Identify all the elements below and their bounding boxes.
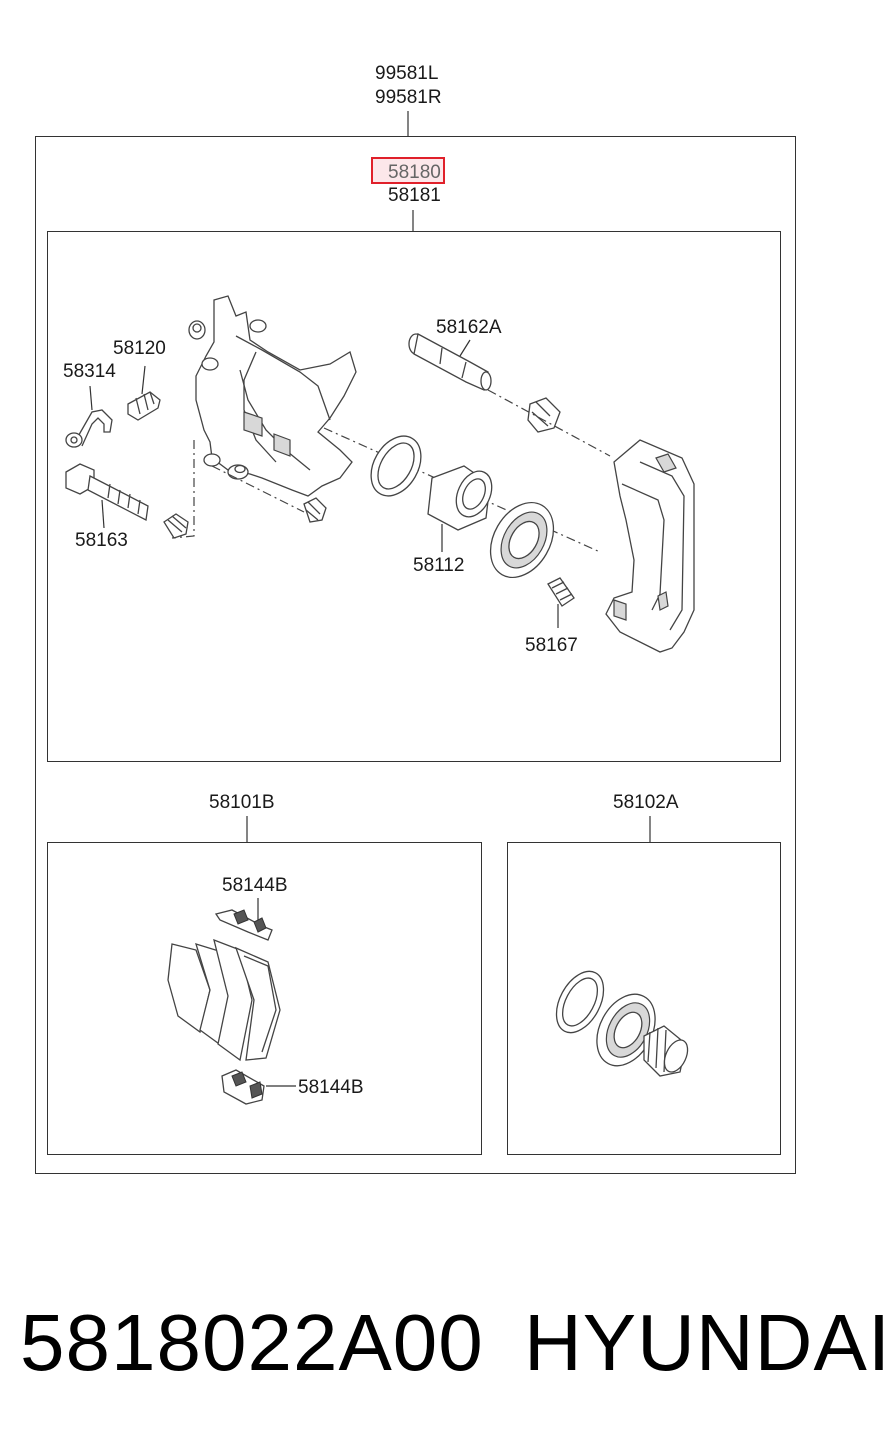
hose-bracket-drawing (65, 385, 113, 448)
kit-label-seals: 58102A (613, 792, 679, 813)
footer-brand: HYUNDAI (524, 1298, 886, 1387)
part-label-guide-pin: 58162A (436, 317, 502, 338)
assembly-label-left: 99581L (375, 63, 439, 84)
assembly-label-right: 99581R (375, 87, 442, 108)
part-label-hose-bracket: 58314 (63, 361, 116, 382)
piston-drawing (427, 465, 493, 552)
part-label-pad-clip-upper: 58144B (222, 875, 288, 896)
seal-kit-drawing (555, 970, 689, 1077)
mounting-bracket-drawing (605, 439, 695, 653)
kit-label-pads: 58101B (209, 792, 275, 813)
caliper-label-highlighted[interactable]: 58180 (388, 162, 441, 183)
bleeder-screw-drawing (127, 365, 161, 421)
part-label-dust-plug: 58167 (525, 635, 578, 656)
part-label-guide-bolt: 58163 (75, 530, 128, 551)
dust-boot-drawing (489, 501, 555, 579)
guide-bolt-drawing (65, 463, 149, 529)
part-label-pad-clip-lower: 58144B (298, 1077, 364, 1098)
footer-part-number: 5818022A00 (20, 1298, 484, 1387)
caliper-body-drawing (188, 295, 357, 497)
guide-boot-drawing (527, 397, 561, 433)
outer-assembly-frame (35, 136, 796, 1174)
part-label-piston: 58112 (413, 555, 465, 576)
seal-kit-frame (507, 842, 781, 1155)
small-boot-right (303, 497, 327, 523)
caliper-label-other: 58181 (388, 185, 441, 206)
brake-pads-drawing (167, 898, 296, 1105)
dust-plug-drawing (547, 577, 575, 628)
pad-kit-frame (47, 842, 482, 1155)
piston-seal-drawing (370, 435, 422, 497)
part-label-bleeder-screw: 58120 (113, 338, 166, 359)
guide-pin-drawing (408, 333, 492, 391)
caliper-assembly-frame (47, 231, 781, 762)
highlighted-part-box[interactable] (371, 157, 445, 184)
